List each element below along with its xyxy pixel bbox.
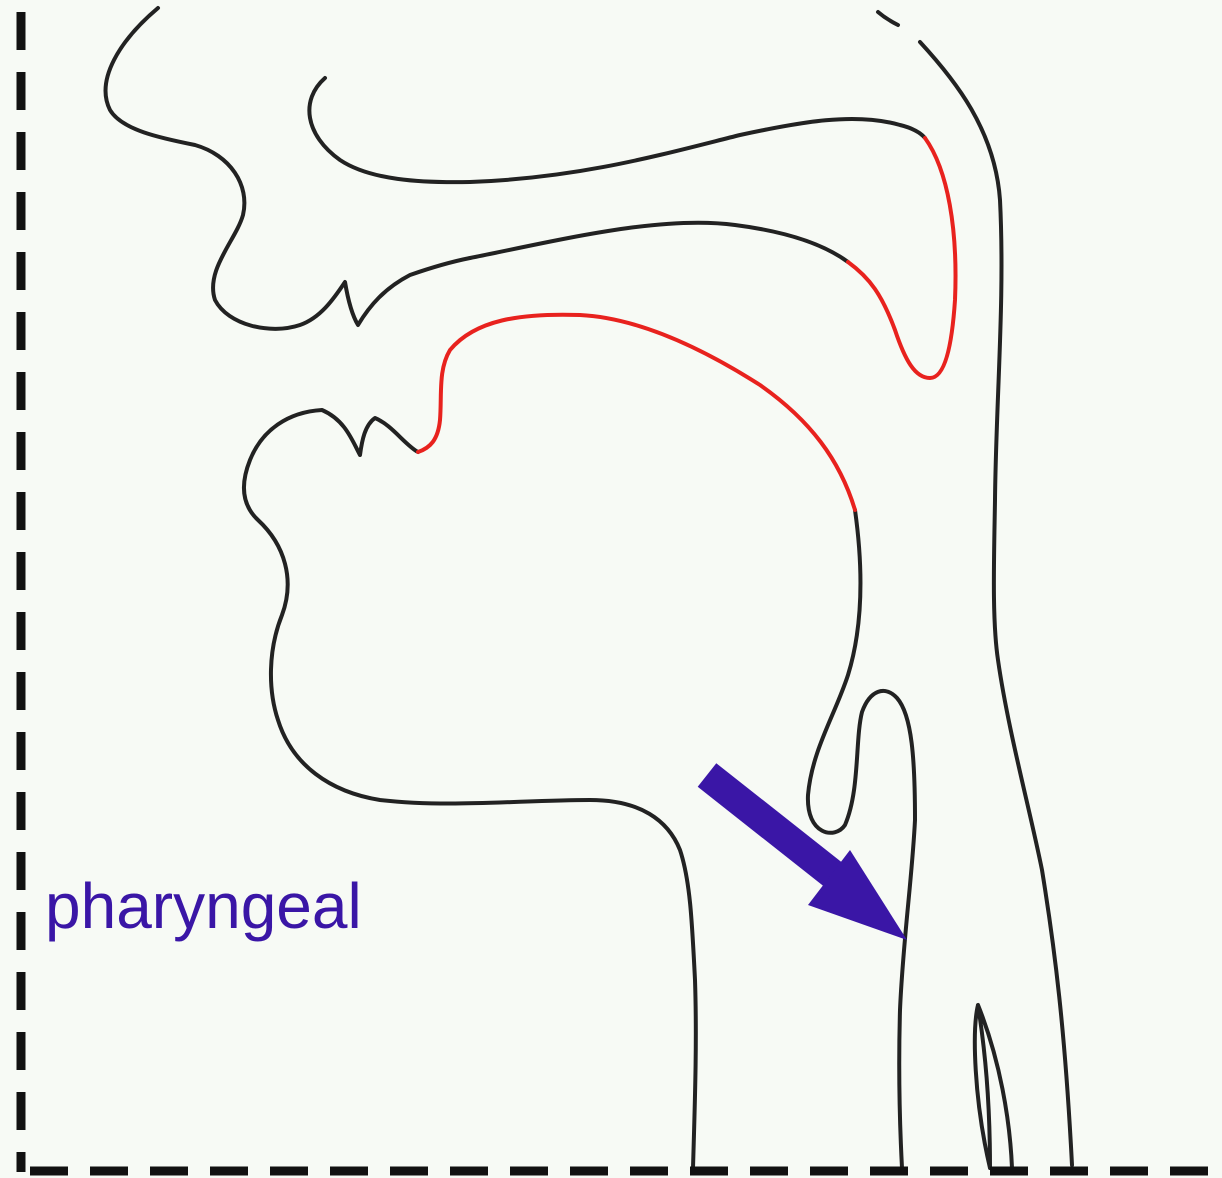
- place-of-articulation-label: pharyngeal: [45, 870, 362, 942]
